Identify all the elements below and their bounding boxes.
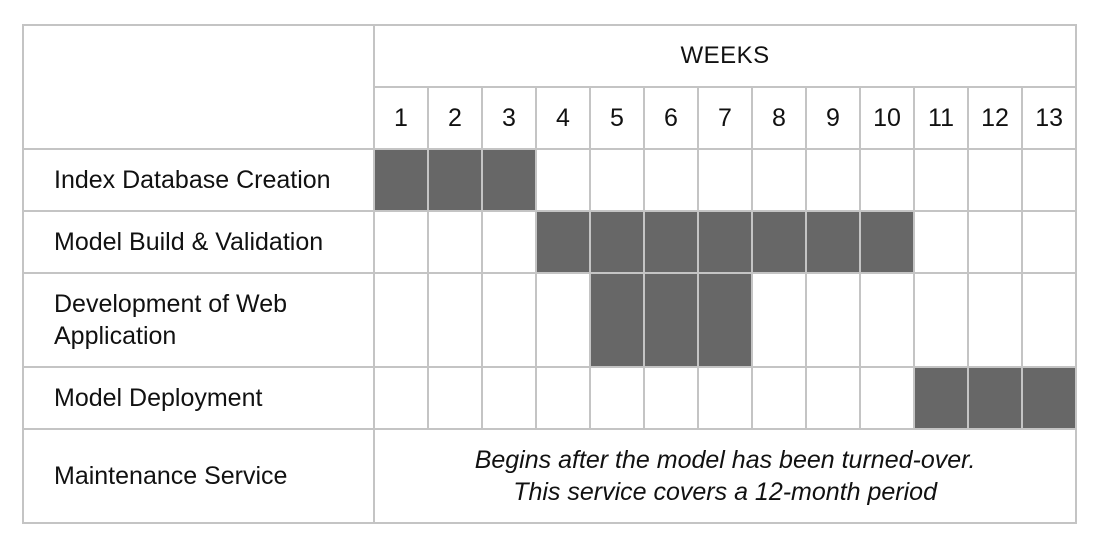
gantt-empty-cell	[481, 366, 537, 430]
week-number-11: 11	[913, 86, 969, 150]
maintenance-label: Maintenance Service	[22, 428, 375, 524]
week-number-4: 4	[535, 86, 591, 150]
week-number-1: 1	[373, 86, 429, 150]
week-number-7: 7	[697, 86, 753, 150]
gantt-empty-cell	[751, 148, 807, 212]
gantt-empty-cell	[805, 148, 861, 212]
gantt-empty-cell	[643, 366, 699, 430]
week-number-9: 9	[805, 86, 861, 150]
gantt-bar-cell	[1020, 366, 1078, 430]
gantt-empty-cell	[805, 366, 861, 430]
gantt-bar-cell	[859, 210, 915, 274]
gantt-bar-cell	[967, 366, 1023, 430]
maintenance-note-line2: This service covers a 12-month period	[513, 478, 937, 506]
gantt-empty-cell	[1020, 148, 1078, 212]
gantt-empty-cell	[913, 272, 969, 368]
week-number-12: 12	[967, 86, 1023, 150]
task-row: Model Build & Validation	[22, 210, 1078, 274]
gantt-empty-cell	[589, 148, 645, 212]
week-number-13: 13	[1020, 86, 1078, 150]
maintenance-note: Begins after the model has been turned-o…	[372, 428, 1078, 524]
gantt-bar-cell	[805, 210, 861, 274]
gantt-bar-cell	[427, 148, 483, 212]
gantt-empty-cell	[535, 366, 591, 430]
gantt-bar-cell	[373, 148, 429, 212]
weeks-title: WEEKS	[372, 24, 1078, 88]
gantt-empty-cell	[751, 272, 807, 368]
week-number-6: 6	[643, 86, 699, 150]
gantt-empty-cell	[643, 148, 699, 212]
header-weeks-row: WEEKS	[22, 24, 1078, 150]
task-row: Model Deployment	[22, 366, 1078, 430]
gantt-empty-cell	[1020, 210, 1078, 274]
week-number-10: 10	[859, 86, 915, 150]
gantt-bar-cell	[481, 148, 537, 212]
gantt-empty-cell	[427, 210, 483, 274]
task-row: Development of Web Application	[22, 272, 1078, 368]
week-number-2: 2	[427, 86, 483, 150]
gantt-empty-cell	[913, 148, 969, 212]
gantt-empty-cell	[535, 148, 591, 212]
gantt-empty-cell	[481, 210, 537, 274]
maintenance-row: Maintenance Service Begins after the mode…	[22, 428, 1078, 524]
gantt-empty-cell	[1020, 272, 1078, 368]
gantt-empty-cell	[697, 148, 753, 212]
gantt-empty-cell	[481, 272, 537, 368]
gantt-empty-cell	[913, 210, 969, 274]
gantt-empty-cell	[967, 272, 1023, 368]
gantt-bar-cell	[643, 210, 699, 274]
week-number-3: 3	[481, 86, 537, 150]
gantt-bar-cell	[697, 272, 753, 368]
week-number-8: 8	[751, 86, 807, 150]
week-number-5: 5	[589, 86, 645, 150]
gantt-bar-cell	[913, 366, 969, 430]
gantt-empty-cell	[373, 210, 429, 274]
gantt-empty-cell	[967, 148, 1023, 212]
task-label: Index Database Creation	[22, 148, 375, 212]
gantt-empty-cell	[859, 366, 915, 430]
gantt-empty-cell	[751, 366, 807, 430]
gantt-empty-cell	[589, 366, 645, 430]
gantt-bar-cell	[751, 210, 807, 274]
gantt-bar-cell	[697, 210, 753, 274]
gantt-bar-cell	[535, 210, 591, 274]
task-label: Development of Web Application	[22, 272, 375, 368]
gantt-empty-cell	[373, 272, 429, 368]
gantt-empty-cell	[859, 272, 915, 368]
task-row: Index Database Creation	[22, 148, 1078, 212]
gantt-empty-cell	[427, 366, 483, 430]
gantt-empty-cell	[805, 272, 861, 368]
gantt-empty-cell	[373, 366, 429, 430]
gantt-empty-cell	[535, 272, 591, 368]
task-label: Model Deployment	[22, 366, 375, 430]
gantt-empty-cell	[967, 210, 1023, 274]
gantt-empty-cell	[859, 148, 915, 212]
maintenance-note-line1: Begins after the model has been turned-o…	[474, 446, 976, 474]
gantt-empty-cell	[697, 366, 753, 430]
gantt-bar-cell	[643, 272, 699, 368]
gantt-bar-cell	[589, 272, 645, 368]
gantt-empty-cell	[427, 272, 483, 368]
header-corner-cell	[22, 24, 375, 150]
task-label: Model Build & Validation	[22, 210, 375, 274]
gantt-bar-cell	[589, 210, 645, 274]
